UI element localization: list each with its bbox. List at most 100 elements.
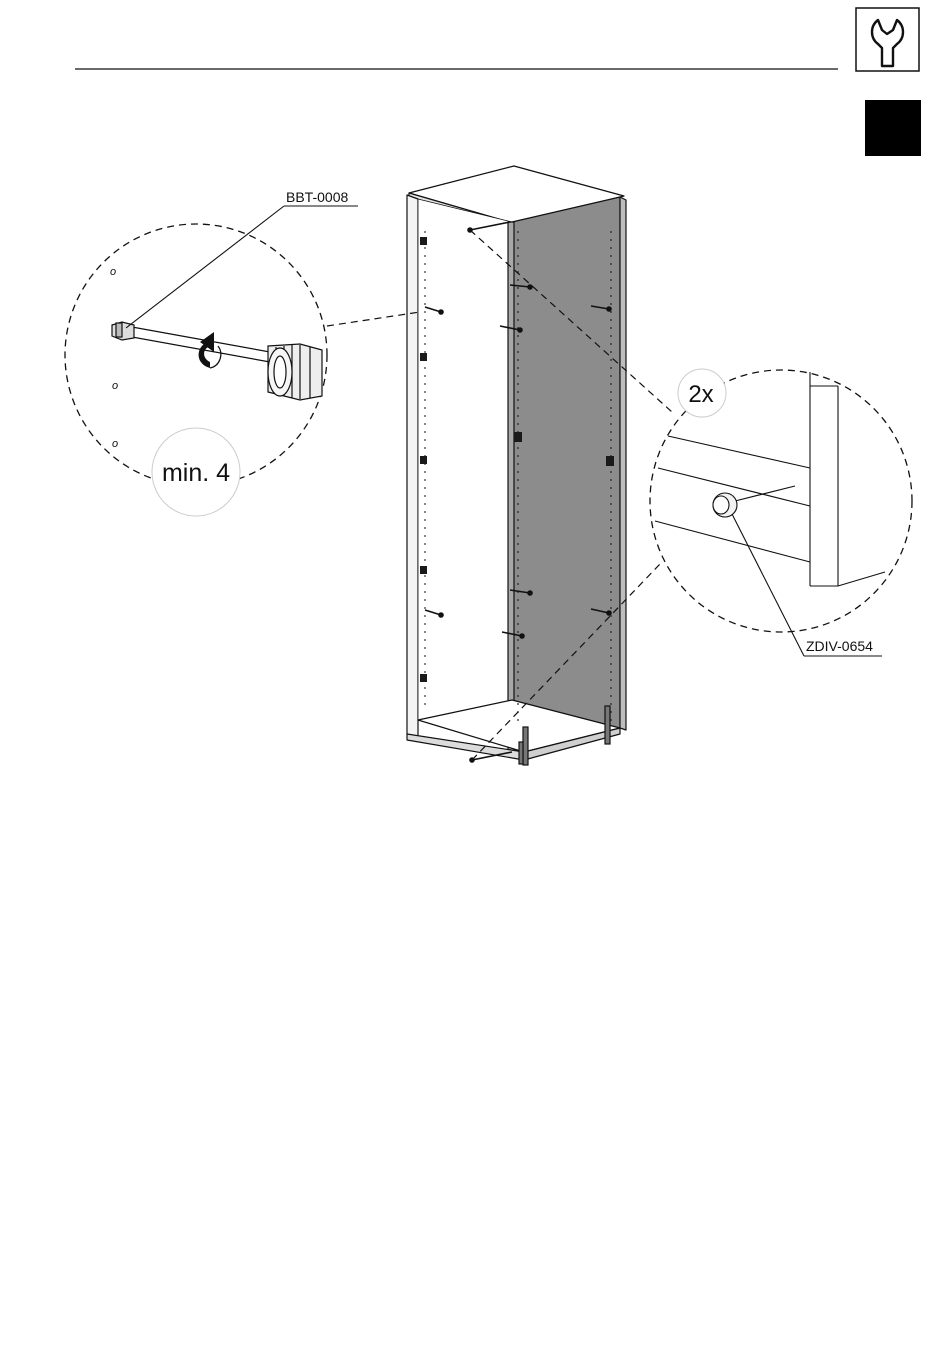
shelf-pin-hole (517, 335, 519, 337)
shelf-pin-hole (424, 231, 426, 233)
shelf-pin-hole (610, 471, 612, 473)
shelf-pin-hole (424, 247, 426, 249)
shelf-pin-hole (610, 679, 612, 681)
shelf-pin-hole (517, 263, 519, 265)
shelf-pin-hole (517, 671, 519, 673)
shelf-pin-hole (610, 663, 612, 665)
shelf-pin-hole (610, 431, 612, 433)
leader-left (327, 312, 420, 326)
shelf-pin-hole (517, 703, 519, 705)
shelf-pin-hole (610, 639, 612, 641)
shelf-pin-hole (610, 287, 612, 289)
shelf-pin-hole (424, 439, 426, 441)
shelf-pin-hole (610, 703, 612, 705)
shelf-pin-hole (517, 495, 519, 497)
shelf-pin-hole (424, 551, 426, 553)
shelf-pin-hole (610, 271, 612, 273)
shelf-pin-hole (424, 279, 426, 281)
shelf-pin-hole (424, 391, 426, 393)
shelf-pin-hole (610, 319, 612, 321)
shelf-pin-hole (424, 503, 426, 505)
shelf-pin-hole (610, 487, 612, 489)
shelf-pin-hole (517, 407, 519, 409)
shelf-pin-hole (610, 359, 612, 361)
shelf-pin-hole (517, 279, 519, 281)
shelf-pin-hole (610, 439, 612, 441)
shelf-pin-hole (424, 399, 426, 401)
shelf-pin-hole (610, 687, 612, 689)
shelf-pin-hole (517, 423, 519, 425)
shelf-pin-hole (517, 631, 519, 633)
shelf-pin-hole (610, 503, 612, 505)
shelf-pin-hole (424, 303, 426, 305)
shelf-pin-hole (610, 391, 612, 393)
shelf-pin-hole (424, 583, 426, 585)
shelf-pin-hole (517, 623, 519, 625)
shelf-pin-hole (610, 623, 612, 625)
shelf-pin-hole (424, 663, 426, 665)
shelf-pin-hole (424, 615, 426, 617)
shelf-pin-hole (610, 631, 612, 633)
shelf-pin-hole (424, 591, 426, 593)
shelf-pin-hole (610, 247, 612, 249)
svg-text:o: o (112, 380, 118, 392)
shelf-pin-hole (610, 383, 612, 385)
shelf-pin-hole (424, 703, 426, 705)
shelf-pin-hole (517, 607, 519, 609)
shelf-pin-hole (424, 655, 426, 657)
shelf-pin-hole (517, 343, 519, 345)
shelf-pin-hole (610, 343, 612, 345)
shelf-pin-hole (610, 567, 612, 569)
shelf-pin-hole (610, 327, 612, 329)
shelf-pin-hole (517, 647, 519, 649)
shelf-pin-hole (610, 263, 612, 265)
shelf-pin-hole (517, 367, 519, 369)
shelf-pin-hole (424, 447, 426, 449)
shelf-pin-hole (424, 407, 426, 409)
shelf-pin-hole (424, 311, 426, 313)
shelf-pin-hole (610, 479, 612, 481)
wrench-icon (856, 8, 919, 71)
cap-icon (713, 493, 737, 517)
shelf-pin-hole (517, 311, 519, 313)
shelf-pin-hole (610, 543, 612, 545)
shelf-pin-hole (610, 671, 612, 673)
shelf-pin-hole (610, 655, 612, 657)
shelf-pin-hole (517, 471, 519, 473)
shelf-pin-hole (424, 575, 426, 577)
shelf-pin-hole (610, 519, 612, 521)
shelf-pin-hole (517, 375, 519, 377)
shelf-pin-hole (424, 295, 426, 297)
shelf-pin-hole (517, 519, 519, 521)
shelf-pin-hole (610, 447, 612, 449)
shelf-pin-hole (517, 383, 519, 385)
part-label-zdiv: ZDIV-0654 (806, 638, 873, 654)
shelf-pin-hole (424, 527, 426, 529)
shelf-pin-hole (610, 279, 612, 281)
shelf-pin-hole (424, 607, 426, 609)
detail-circle-left: o o o min. 4 (65, 224, 327, 516)
shelf-pin-hole (517, 319, 519, 321)
shelf-pin-hole (424, 687, 426, 689)
shelf-pin-hole (424, 335, 426, 337)
shelf-pin-hole (517, 447, 519, 449)
shelf-pin-hole (517, 679, 519, 681)
shelf-pin-hole (424, 543, 426, 545)
shelf-pin-hole (424, 263, 426, 265)
shelf-pin-hole (517, 399, 519, 401)
shelf-pin-hole (517, 663, 519, 665)
shelf-pin-hole (610, 335, 612, 337)
shaded-side-panel (512, 197, 620, 756)
shelf-pin-hole (424, 423, 426, 425)
callout-zdiv: ZDIV-0654 (732, 514, 882, 656)
shelf-pin-hole (517, 511, 519, 513)
shelf-pin-hole (424, 639, 426, 641)
cabinet (407, 166, 626, 760)
shelf-pin-hole (424, 479, 426, 481)
shelf-pin-hole (610, 351, 612, 353)
shelf-pin-hole (424, 519, 426, 521)
shelf-pin-hole (610, 495, 612, 497)
shelf-pin-hole (610, 231, 612, 233)
shelf-pin-hole (517, 567, 519, 569)
